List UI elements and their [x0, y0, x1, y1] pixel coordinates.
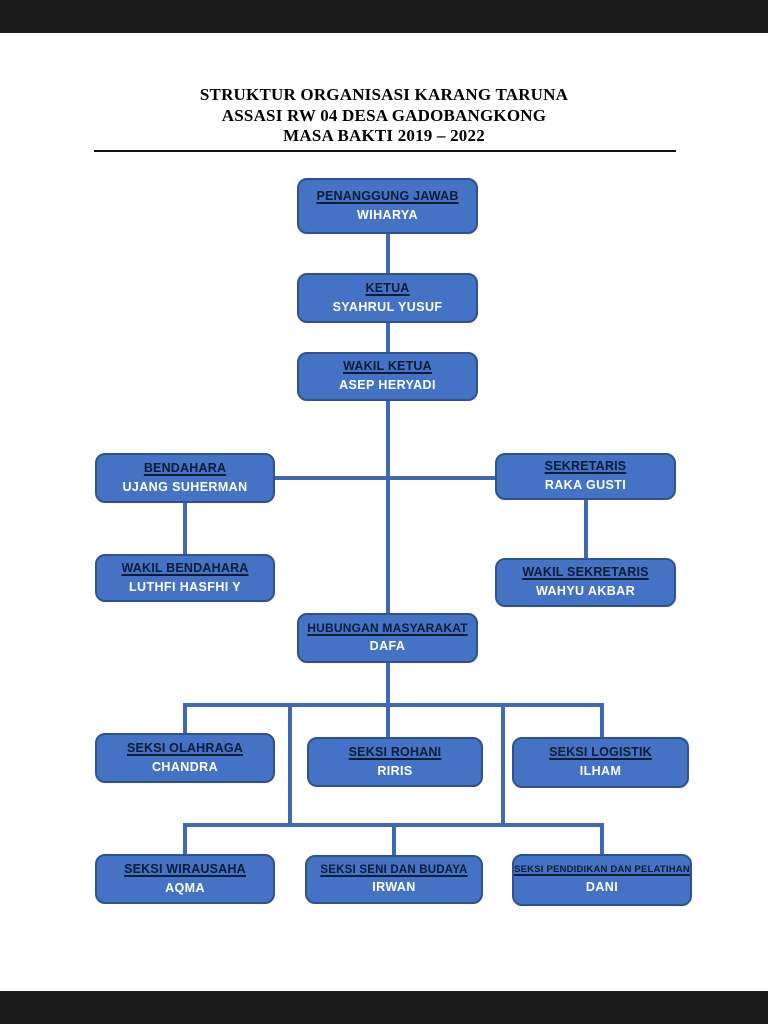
- person-name: WIHARYA: [357, 207, 418, 222]
- role-label: BENDAHARA: [143, 460, 227, 475]
- role-label: SEKSI LOGISTIK: [549, 745, 652, 760]
- drop-right-long: [501, 703, 505, 825]
- role-label: SEKRETARIS: [544, 459, 627, 474]
- drop-seni: [392, 823, 396, 855]
- org-node-wakil-sekretaris: WAKIL SEKRETARIS WAHYU AKBAR: [495, 558, 676, 607]
- person-name: WAHYU AKBAR: [535, 584, 636, 598]
- role-label: SEKSI OLAHRAGA: [126, 740, 243, 755]
- drop-olahraga: [183, 703, 187, 733]
- org-node-seksi-pendidikan-dan-pelatihan: SEKSI PENDIDIKAN DAN PELATIHAN DANI: [512, 854, 692, 906]
- person-name: ILHAM: [579, 764, 622, 778]
- org-node-sekretaris: SEKRETARIS RAKA GUSTI: [495, 453, 676, 500]
- org-node-seksi-olahraga: SEKSI OLAHRAGA CHANDRA: [95, 733, 275, 783]
- branch-line-1: [183, 703, 604, 707]
- connector-humas-branchline1: [386, 663, 390, 705]
- org-node-bendahara: BENDAHARA UJANG SUHERMAN: [95, 453, 275, 503]
- person-name: CHANDRA: [152, 759, 218, 774]
- person-name: SYAHRUL YUSUF: [332, 299, 443, 314]
- org-node-seksi-wirausaha: SEKSI WIRAUSAHA AQMA: [95, 854, 275, 904]
- org-node-seksi-rohani: SEKSI ROHANI RIRIS: [307, 737, 483, 787]
- org-node-hubungan-masyarakat: HUBUNGAN MASYARAKAT DAFA: [297, 613, 478, 663]
- org-node-seksi-logistik: SEKSI LOGISTIK ILHAM: [512, 737, 689, 788]
- person-name: DANI: [585, 879, 619, 894]
- person-name: RAKA GUSTI: [544, 478, 627, 492]
- org-node-wakil-ketua: WAKIL KETUA ASEP HERYADI: [297, 352, 478, 401]
- role-label: WAKIL SEKRETARIS: [522, 565, 649, 580]
- person-name: LUTHFI HASFHI Y: [128, 579, 242, 594]
- person-name: RIRIS: [377, 763, 413, 778]
- title-line-3: MASA BAKTI 2019 – 2022: [283, 126, 485, 145]
- org-node-ketua: KETUA SYAHRUL YUSUF: [297, 273, 478, 323]
- connector-wakilketua-humas: [386, 401, 390, 613]
- person-name: ASEP HERYADI: [339, 378, 436, 392]
- role-label: SEKSI ROHANI: [348, 744, 442, 759]
- title-line-1: STRUKTUR ORGANISASI KARANG TARUNA: [199, 85, 569, 104]
- page-title: STRUKTUR ORGANISASI KARANG TARUNA ASSASI…: [0, 85, 768, 147]
- org-node-wakil-bendahara: WAKIL BENDAHARA LUTHFI HASFHI Y: [95, 554, 275, 602]
- role-label: KETUA: [365, 280, 410, 295]
- role-label: SEKSI WIRAUSAHA: [124, 861, 246, 876]
- connector-ketua-wakilketua: [386, 322, 390, 352]
- letterbox-bottom-bar: [0, 991, 768, 1024]
- drop-rohani: [386, 703, 390, 737]
- org-node-seksi-seni-dan-budaya: SEKSI SENI DAN BUDAYA IRWAN: [305, 855, 483, 904]
- role-label: HUBUNGAN MASYARAKAT: [307, 621, 468, 636]
- connector-bendahara-sekretaris: [275, 476, 495, 480]
- person-name: DAFA: [369, 639, 406, 654]
- drop-wirausaha: [183, 823, 187, 854]
- role-label: WAKIL KETUA: [343, 359, 432, 374]
- role-label: SEKSI PENDIDIKAN DAN PELATIHAN: [514, 864, 690, 876]
- person-name: IRWAN: [372, 880, 416, 895]
- connector-sekretaris-wakilsekretaris: [584, 500, 588, 558]
- person-name: AQMA: [165, 880, 205, 895]
- title-divider: [94, 150, 676, 152]
- role-label: SEKSI SENI DAN BUDAYA: [320, 863, 468, 876]
- drop-logistik: [600, 703, 604, 737]
- drop-pendidikan: [600, 823, 604, 854]
- person-name: UJANG SUHERMAN: [122, 479, 248, 494]
- letterbox-top-bar: [0, 0, 768, 33]
- role-label: PENANGGUNG JAWAB: [316, 188, 459, 203]
- org-node-penanggung-jawab: PENANGGUNG JAWAB WIHARYA: [297, 178, 478, 234]
- connector-bendahara-wakilbendahara: [183, 503, 187, 554]
- connector-penanggung-ketua: [386, 233, 390, 273]
- title-line-2: ASSASI RW 04 DESA GADOBANGKONG: [221, 105, 547, 125]
- drop-left-long: [288, 703, 292, 825]
- role-label: WAKIL BENDAHARA: [121, 560, 249, 575]
